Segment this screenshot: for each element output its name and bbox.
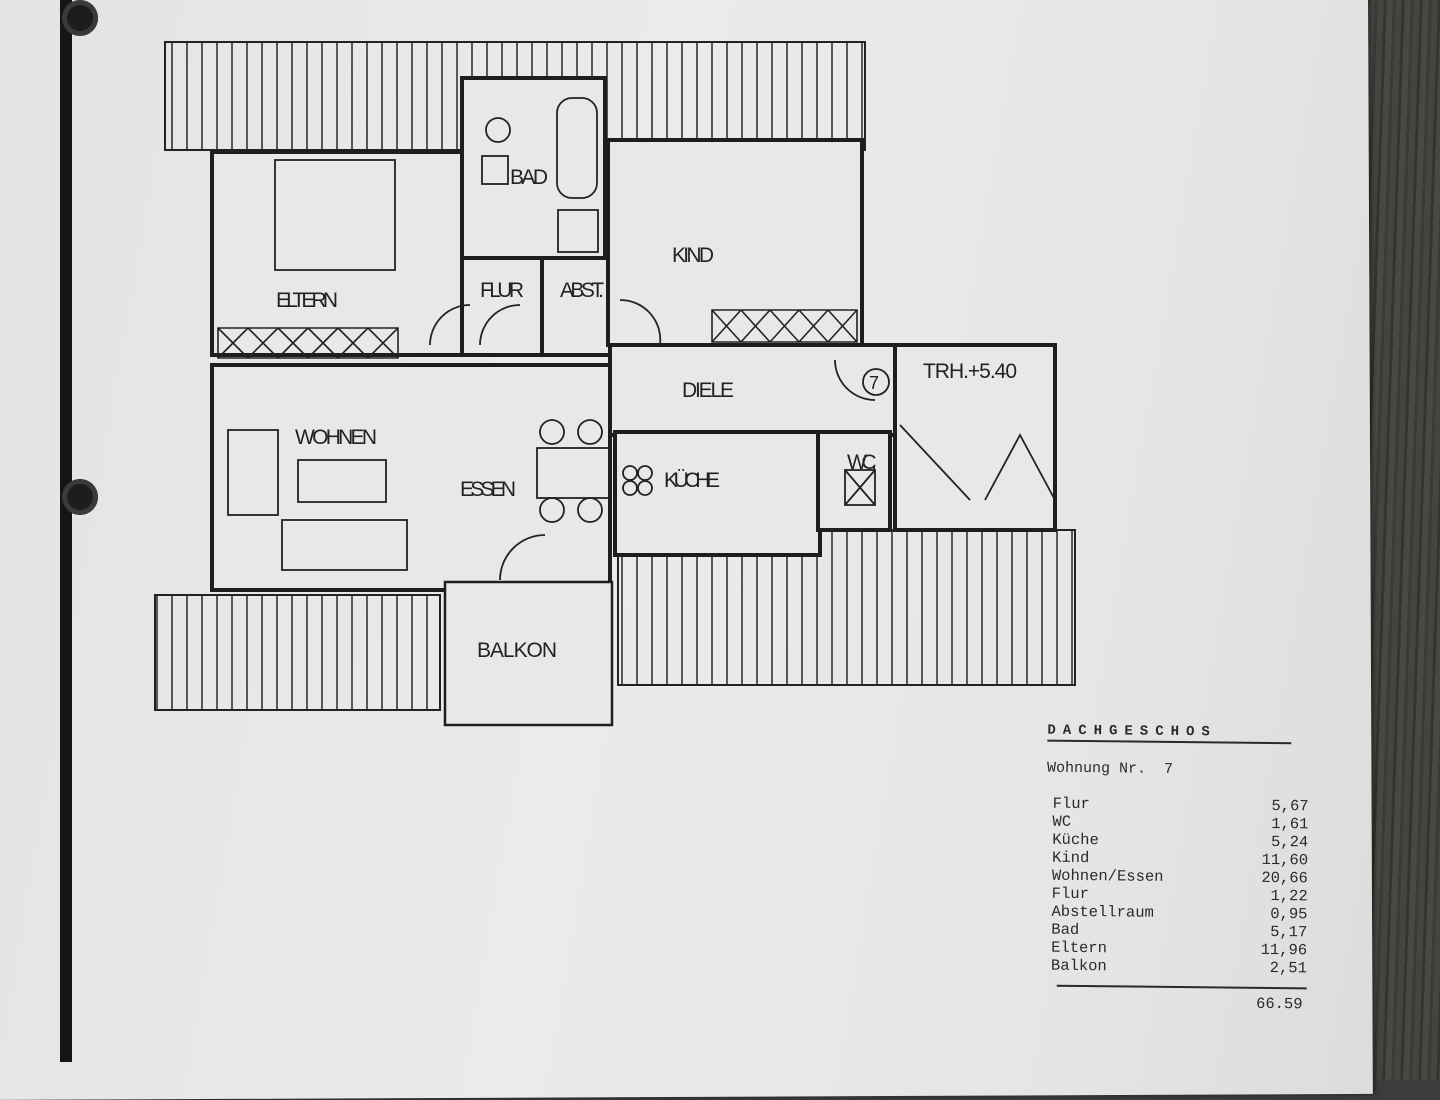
room-name: Bad (1051, 920, 1080, 939)
room-diele (608, 343, 897, 437)
total-area: 66.59 (1255, 994, 1303, 1014)
table-row: Flur 5,67 (1047, 795, 1309, 816)
table-row: Balkon 2,51 (1045, 957, 1307, 978)
punch-hole (62, 0, 98, 36)
room-area: 20,66 (1261, 868, 1308, 888)
label-diele: DIELE (682, 379, 734, 402)
room-name: Flur (1051, 884, 1090, 904)
wc-bowl (844, 469, 876, 506)
label-bad: BAD (510, 166, 548, 189)
room-wc (816, 430, 892, 532)
room-name: Balkon (1050, 956, 1107, 976)
apartment-number: Wohnung Nr. 7 (1046, 759, 1174, 778)
label-flur: FLUR (480, 279, 524, 302)
room-eltern (210, 150, 466, 357)
label-wc: WC. (847, 451, 877, 474)
label-trh: TRH.+5.40 (923, 360, 1017, 383)
toilet (485, 117, 511, 143)
label-kind: KIND (672, 244, 714, 267)
label-unit-number: 7 (869, 373, 879, 393)
label-abst: ABST. (560, 279, 604, 302)
sum-divider (1056, 984, 1307, 990)
shower (557, 209, 599, 253)
room-area: 0,95 (1270, 904, 1308, 924)
room-area: 1,22 (1270, 886, 1308, 906)
room-name: Eltern (1051, 938, 1108, 958)
room-flur (460, 256, 544, 357)
label-essen: ESSEN (460, 478, 516, 501)
room-area: 5,17 (1270, 922, 1308, 942)
room-bad (460, 76, 607, 260)
binder-edge (60, 0, 72, 1062)
bathtub (556, 97, 598, 199)
room-kueche (613, 430, 822, 557)
room-name: Wohnen/Essen (1051, 866, 1164, 886)
room-area: 11,96 (1260, 940, 1308, 960)
table-row: Abstellraum 0,95 (1045, 903, 1307, 924)
punch-hole (62, 479, 98, 515)
sofa-bottom (281, 519, 408, 571)
roof-area-bottom-left (154, 594, 441, 711)
label-eltern: ELTERN (276, 289, 338, 312)
label-balkon: BALKON (477, 639, 557, 662)
bed (274, 159, 396, 271)
unit-number-circle (862, 368, 890, 396)
room-area: 5,24 (1270, 832, 1309, 852)
sofa (227, 429, 279, 516)
label-wohnen: WOHNEN (295, 426, 377, 449)
room-wohnen-essen (210, 363, 612, 592)
stair-hall (893, 343, 1057, 532)
room-name: WC (1052, 812, 1072, 831)
room-name: Kind (1051, 848, 1090, 868)
room-area: 11,60 (1261, 850, 1309, 870)
room-name: Flur (1052, 794, 1090, 814)
room-area: 2,51 (1269, 958, 1308, 978)
area-table: DACHGESCHOS Wohnung Nr. 7 Flur 5,67 WC 1,6… (1044, 721, 1309, 1014)
dining-table (536, 447, 610, 499)
floor-title: DACHGESCHOS (1047, 722, 1292, 745)
room-area: 5,67 (1271, 796, 1309, 816)
room-abst (540, 256, 612, 357)
coffee-table (297, 459, 387, 503)
room-area: 1,61 (1271, 814, 1309, 834)
balkon (443, 580, 614, 727)
room-name: Abstellraum (1051, 902, 1154, 922)
label-kueche: KÜCHE (664, 469, 720, 492)
sink (481, 155, 509, 185)
room-name: Küche (1052, 830, 1099, 850)
